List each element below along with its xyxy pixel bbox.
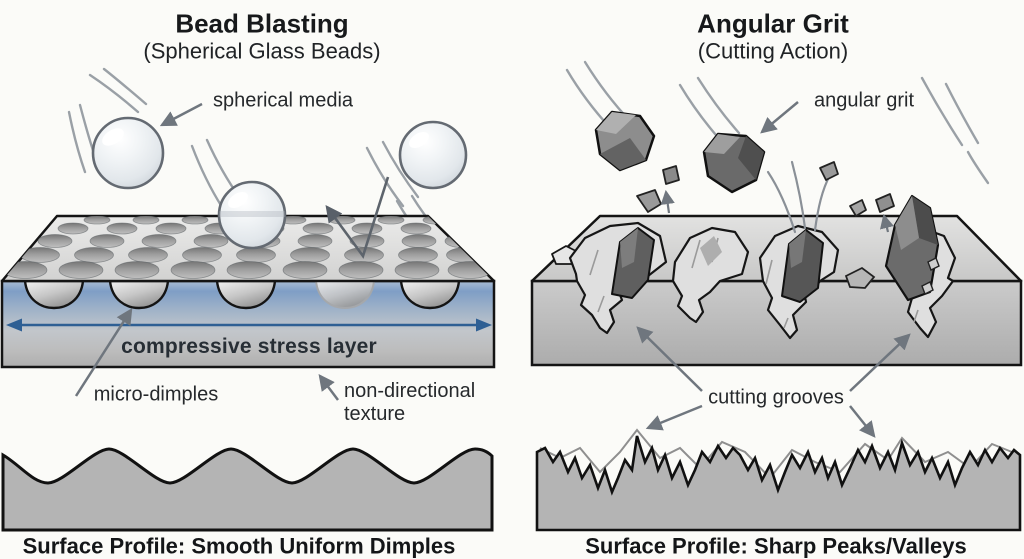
spherical-media-label: spherical media	[212, 89, 354, 112]
right-title: Angular Grit	[697, 8, 849, 39]
glass-bead-2	[217, 180, 287, 250]
motion-lines-right	[565, 60, 990, 185]
angular-grit-arrow	[760, 101, 799, 134]
grooves-arrow-up-left	[636, 326, 703, 392]
jagged-profile-echo	[539, 428, 1013, 480]
left-pointer-arrows	[74, 102, 339, 401]
micro-dimples-label: micro-dimples	[93, 383, 219, 406]
right-pointer-arrows	[636, 101, 911, 438]
stress-span-arrow	[6, 318, 492, 332]
grooves-arrow-down-right	[849, 405, 876, 438]
right-subtitle: (Cutting Action)	[697, 38, 849, 64]
ejection-arrows	[660, 189, 894, 233]
grit-rock-b	[702, 132, 766, 194]
ejected-chips	[636, 161, 895, 217]
grit-rock-a	[594, 110, 656, 172]
texture-arrow	[318, 374, 339, 401]
non-directional-texture-label: non-directional texture	[344, 380, 476, 425]
jagged-profile-shape	[535, 435, 1022, 532]
micro-dimples-arrow	[74, 307, 133, 397]
glass-bead-3	[398, 120, 468, 190]
groove-specks	[921, 257, 940, 295]
angular-grit-illustration	[530, 60, 1023, 532]
angular-grit-label: angular grit	[813, 89, 915, 112]
left-caption: Surface Profile: Smooth Uniform Dimples	[22, 533, 456, 559]
surface-fragment	[844, 266, 876, 289]
left-title: Bead Blasting	[175, 8, 349, 39]
grooves-arrow-up-right	[849, 333, 911, 392]
cutting-grooves-label: cutting grooves	[708, 386, 844, 409]
gouge-patch-1	[700, 236, 722, 266]
glass-bead-1	[91, 116, 165, 190]
ricochet-arrow	[325, 176, 390, 259]
compressive-stress-layer-label: compressive stress layer	[121, 334, 377, 358]
right-caption: Surface Profile: Sharp Peaks/Valleys	[585, 533, 967, 559]
dimple-cross-sections	[23, 279, 461, 310]
grooves-arrow-down-left	[645, 404, 703, 431]
smooth-profile-shape	[1, 447, 494, 532]
bead-blasting-illustration	[0, 67, 496, 532]
spherical-media-arrow	[159, 102, 203, 127]
embedded-grit-shards	[611, 194, 940, 303]
left-subtitle: (Spherical Glass Beads)	[143, 38, 381, 64]
